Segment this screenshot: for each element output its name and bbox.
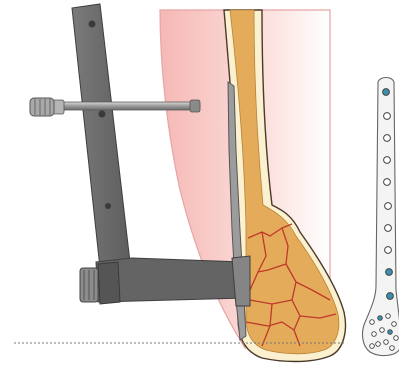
plate-head-hole <box>390 346 395 351</box>
plate-head-hole <box>384 340 389 345</box>
plate-hole <box>384 113 391 120</box>
plate-head-hole <box>386 314 391 319</box>
plate-hole <box>384 135 391 142</box>
arm-hole <box>105 203 111 209</box>
plate-head-hole <box>372 332 377 337</box>
plate-hole <box>385 247 392 254</box>
base-end-block <box>98 262 120 304</box>
plate-hole <box>384 157 391 164</box>
aiming-arm-vertical <box>72 4 130 268</box>
arm-hole <box>89 21 96 28</box>
plate-head-hole <box>392 322 397 327</box>
plate-head-hole <box>370 320 375 325</box>
arm-hole <box>99 111 106 118</box>
plate-head-hole <box>380 328 385 333</box>
plate-head-hole <box>394 336 399 341</box>
plate-locking-hole <box>387 293 394 300</box>
plate-locking-hole <box>386 269 393 276</box>
plate-hole <box>384 179 391 186</box>
plate-head-hole <box>378 316 383 321</box>
plate-hole <box>385 225 392 232</box>
plate-head-hole <box>388 330 393 335</box>
plate-locking-hole <box>383 89 390 96</box>
base-knob <box>80 268 98 302</box>
plate-head-hole <box>376 342 381 347</box>
plate-head-hole <box>370 344 375 349</box>
plate-front-view <box>363 78 399 356</box>
plate-hole <box>385 203 392 210</box>
